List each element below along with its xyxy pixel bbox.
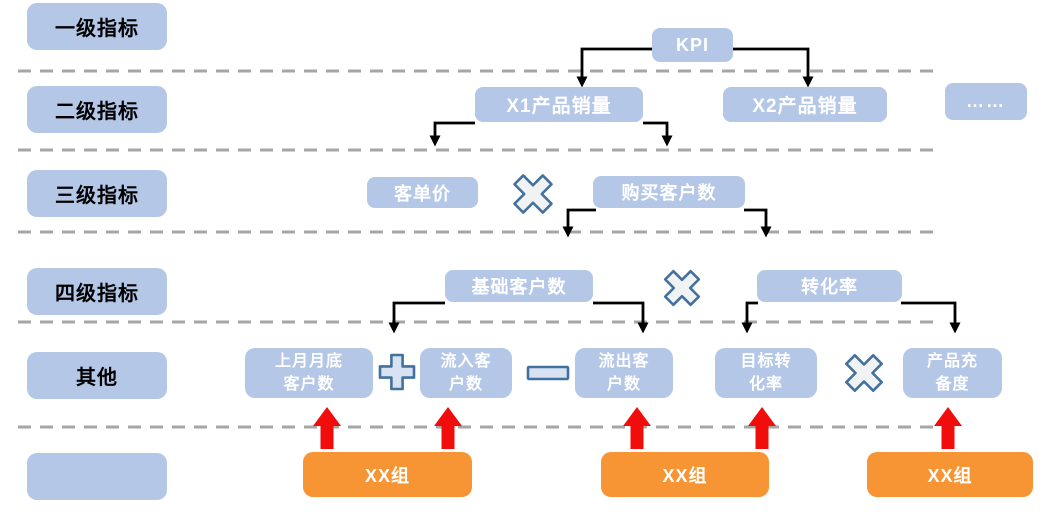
connector-conversion-right xyxy=(901,301,957,323)
up-arrow-icon xyxy=(748,407,776,449)
arrowhead-down-icon xyxy=(741,322,753,334)
minus-icon xyxy=(526,365,570,381)
arrowhead-down-icon xyxy=(760,226,772,238)
group-box-3: XX组 xyxy=(867,452,1033,497)
arrowhead-down-icon xyxy=(388,322,400,334)
connector-x1-buyers xyxy=(643,121,669,136)
arrowhead-down-icon xyxy=(429,135,441,147)
node-conversion-rate: 转化率 xyxy=(757,270,902,302)
connector-kpi-x1 xyxy=(580,47,652,77)
node-buying-customers: 购买客户数 xyxy=(593,176,745,208)
up-arrow-icon xyxy=(934,407,962,449)
row-label-level4: 四级指标 xyxy=(27,268,167,315)
multiply-icon xyxy=(663,269,701,307)
arrowhead-down-icon xyxy=(949,322,961,334)
node-base-customers: 基础客户数 xyxy=(445,270,593,302)
node-product-readiness: 产品充 备度 xyxy=(903,348,1002,398)
row-label-other: 其他 xyxy=(27,352,167,399)
group-box-1: XX组 xyxy=(303,452,472,497)
arrowhead-down-icon xyxy=(661,135,673,147)
node-x1-sales: X1产品销量 xyxy=(475,87,643,122)
row-label-level1: 一级指标 xyxy=(27,3,167,50)
arrowhead-down-icon xyxy=(637,322,649,334)
connector-base-right xyxy=(593,301,645,323)
up-arrow-icon xyxy=(313,407,341,449)
up-arrow-icon xyxy=(623,407,651,449)
arrowhead-down-icon xyxy=(802,76,814,88)
connector-base-left xyxy=(392,301,445,323)
arrowhead-down-icon xyxy=(562,226,574,238)
connector-x1-unitprice xyxy=(433,121,475,136)
multiply-icon xyxy=(845,354,883,392)
node-x2-sales: X2产品销量 xyxy=(723,87,887,122)
up-arrow-icon xyxy=(434,407,462,449)
connector-buyers-conversion xyxy=(744,208,768,227)
row-label-level2: 二级指标 xyxy=(27,86,167,133)
connector-conversion-left xyxy=(745,301,758,323)
row-label-empty xyxy=(27,453,167,500)
row-label-level3: 三级指标 xyxy=(27,170,167,217)
node-kpi: KPI xyxy=(652,28,733,62)
arrowhead-down-icon xyxy=(576,76,588,88)
operators xyxy=(378,174,883,392)
node-ellipsis: …… xyxy=(945,83,1027,120)
connector-arrowheads xyxy=(388,76,961,334)
group-box-2: XX组 xyxy=(601,452,769,497)
node-target-conversion: 目标转 化率 xyxy=(715,348,817,398)
plus-icon xyxy=(378,353,416,391)
multiply-icon xyxy=(513,174,553,214)
connectors xyxy=(392,47,957,323)
red-up-arrows xyxy=(313,407,962,449)
node-inflow-customers: 流入客 户数 xyxy=(420,348,512,398)
connector-buyers-base xyxy=(566,208,596,227)
connector-kpi-x2 xyxy=(733,47,810,77)
node-last-month-customers: 上月月底 客户数 xyxy=(245,348,373,398)
node-unit-price: 客单价 xyxy=(367,177,478,208)
node-outflow-customers: 流出客 户数 xyxy=(575,348,673,398)
